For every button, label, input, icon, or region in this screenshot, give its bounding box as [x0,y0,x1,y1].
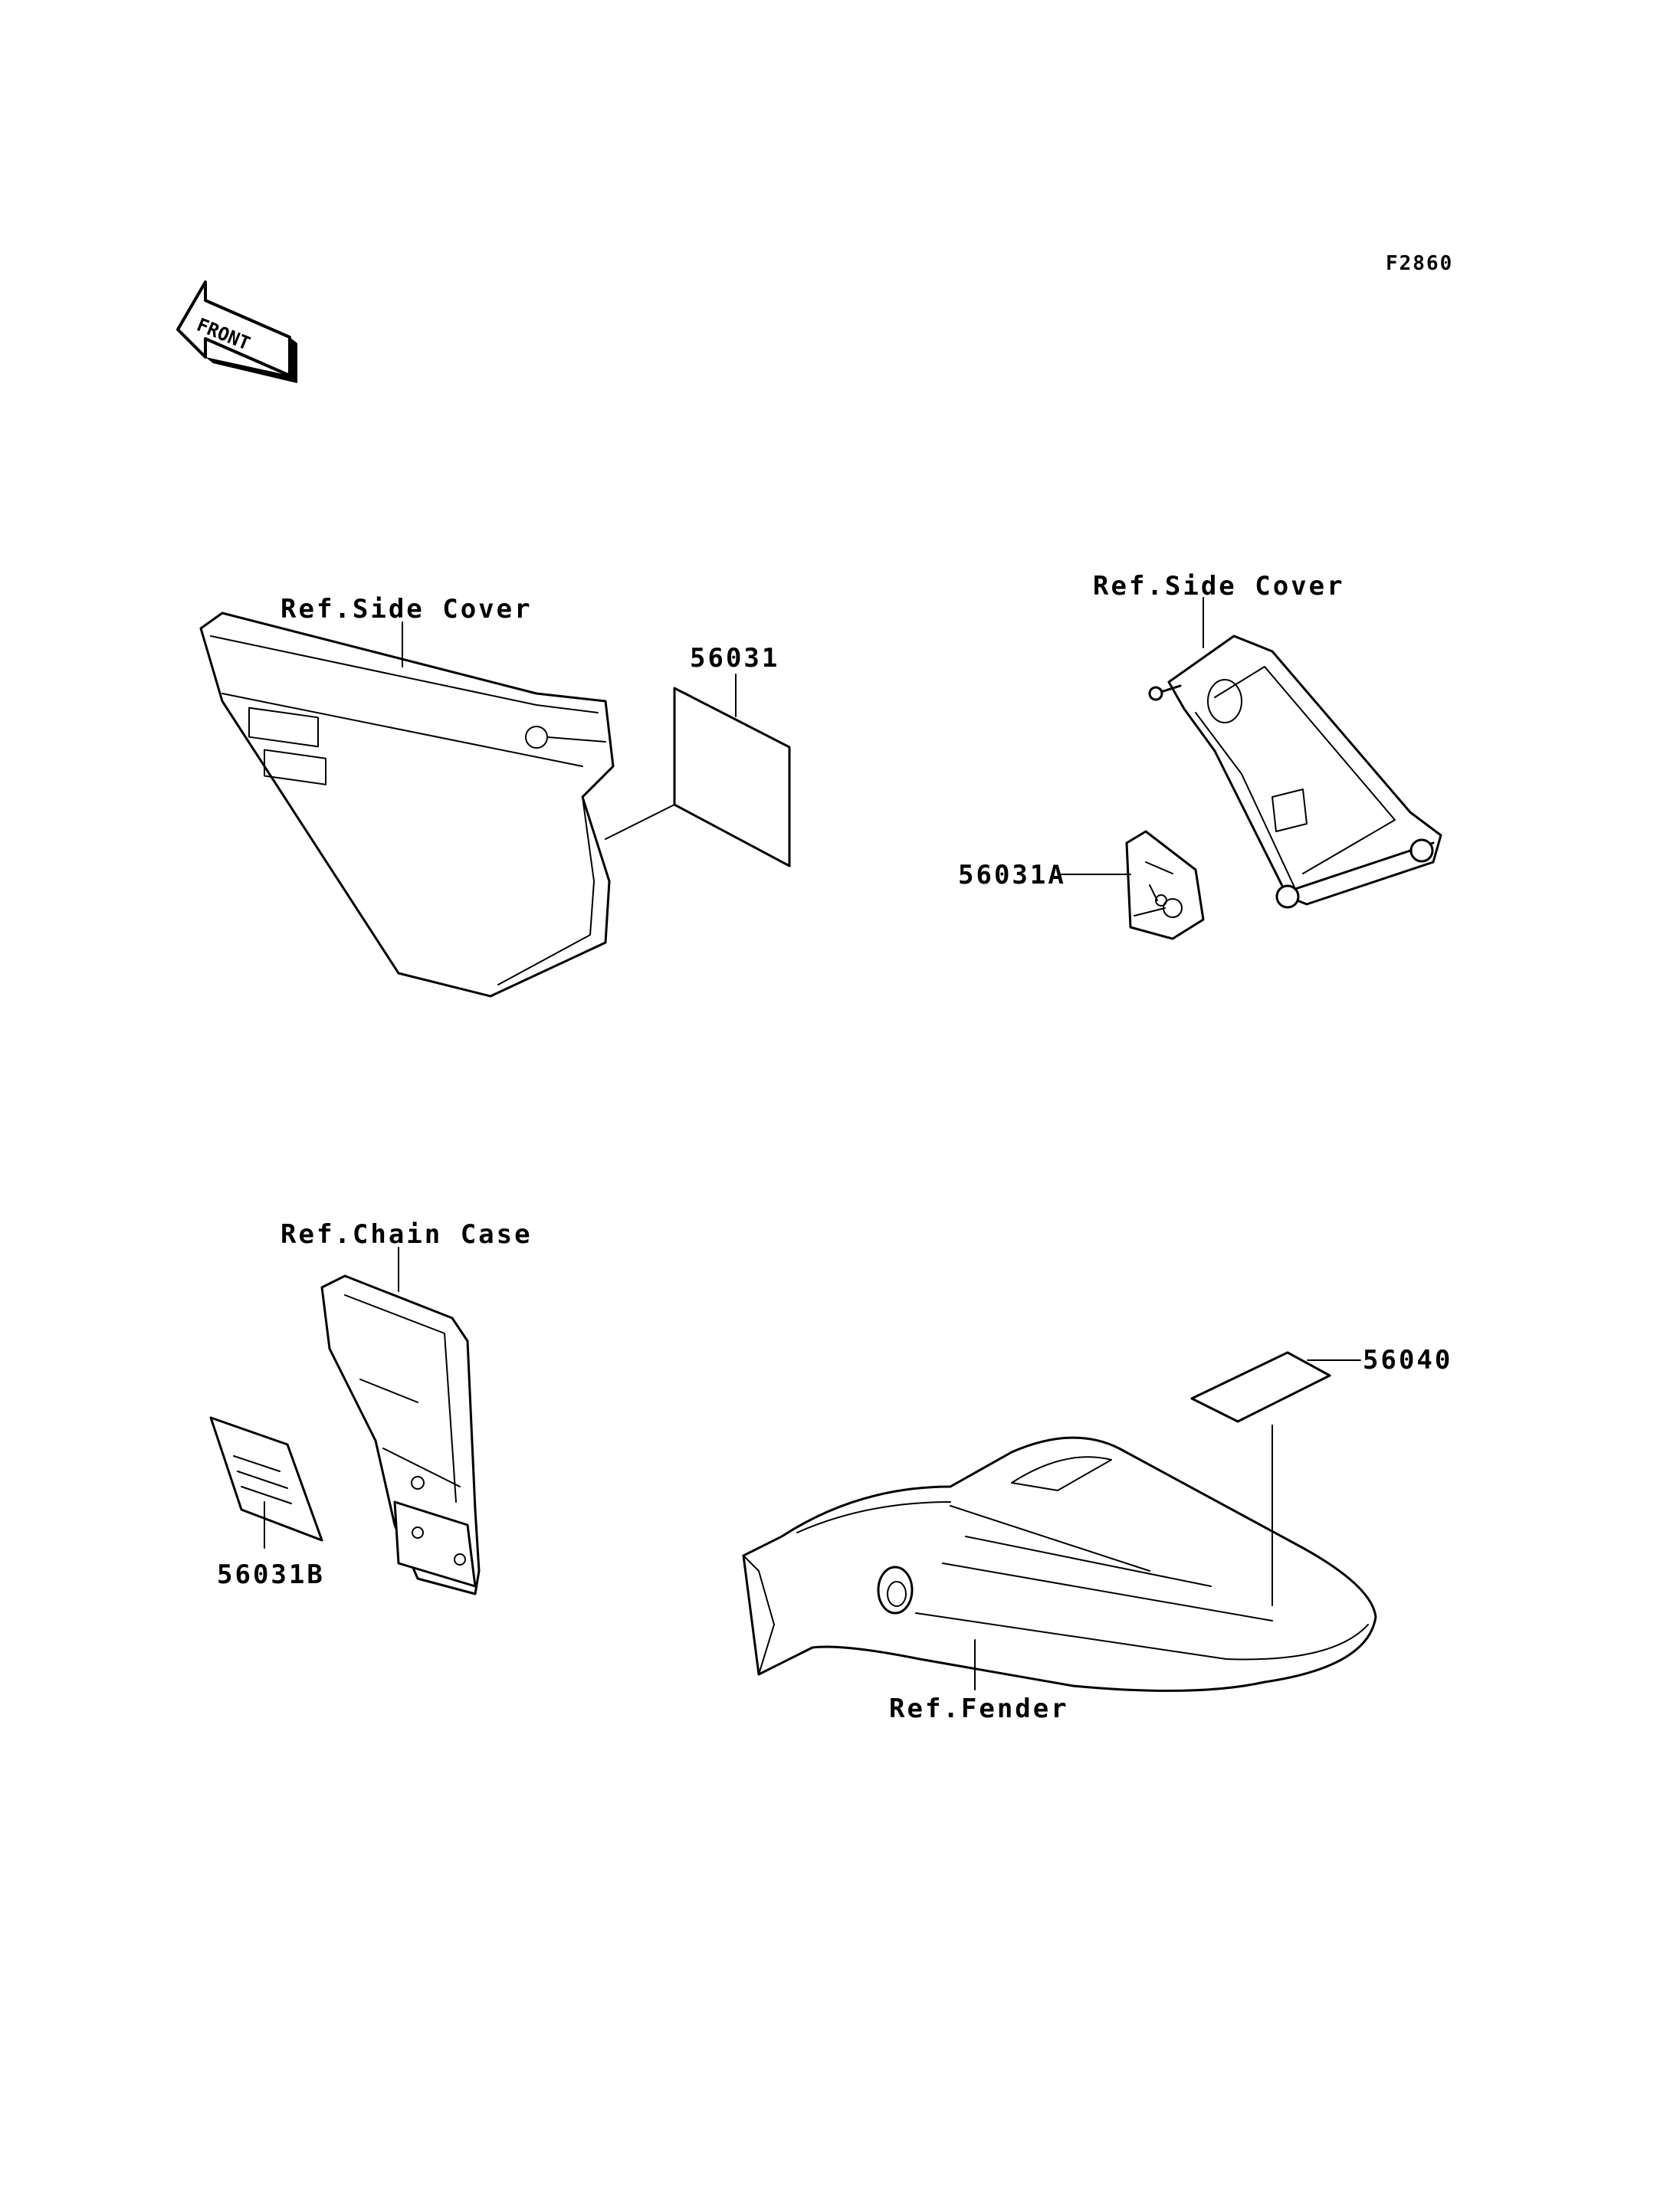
decal-56031A [1125,830,1205,940]
callout-side-cover-right: Ref.Side Cover [1093,571,1345,602]
callout-side-cover-left: Ref.Side Cover [281,594,533,625]
callout-fender: Ref.Fender [889,1694,1069,1724]
front-arrow-icon: FRONT [176,280,297,383]
callout-chain-case: Ref.Chain Case [281,1219,533,1250]
chain-case-drawing [320,1274,481,1595]
callout-56031A: 56031A [958,860,1066,890]
decal-56031B [209,1416,323,1542]
side-cover-right-drawing [1148,635,1442,909]
callout-56031B: 56031B [217,1559,325,1590]
callout-56040: 56040 [1363,1345,1452,1376]
fender-drawing [742,1436,1377,1692]
decal-56031 [605,687,791,867]
figure-code: F2860 [1386,252,1453,275]
side-cover-left-drawing [199,612,615,998]
callout-56031: 56031 [690,643,779,674]
decal-56040 [1190,1351,1331,1606]
